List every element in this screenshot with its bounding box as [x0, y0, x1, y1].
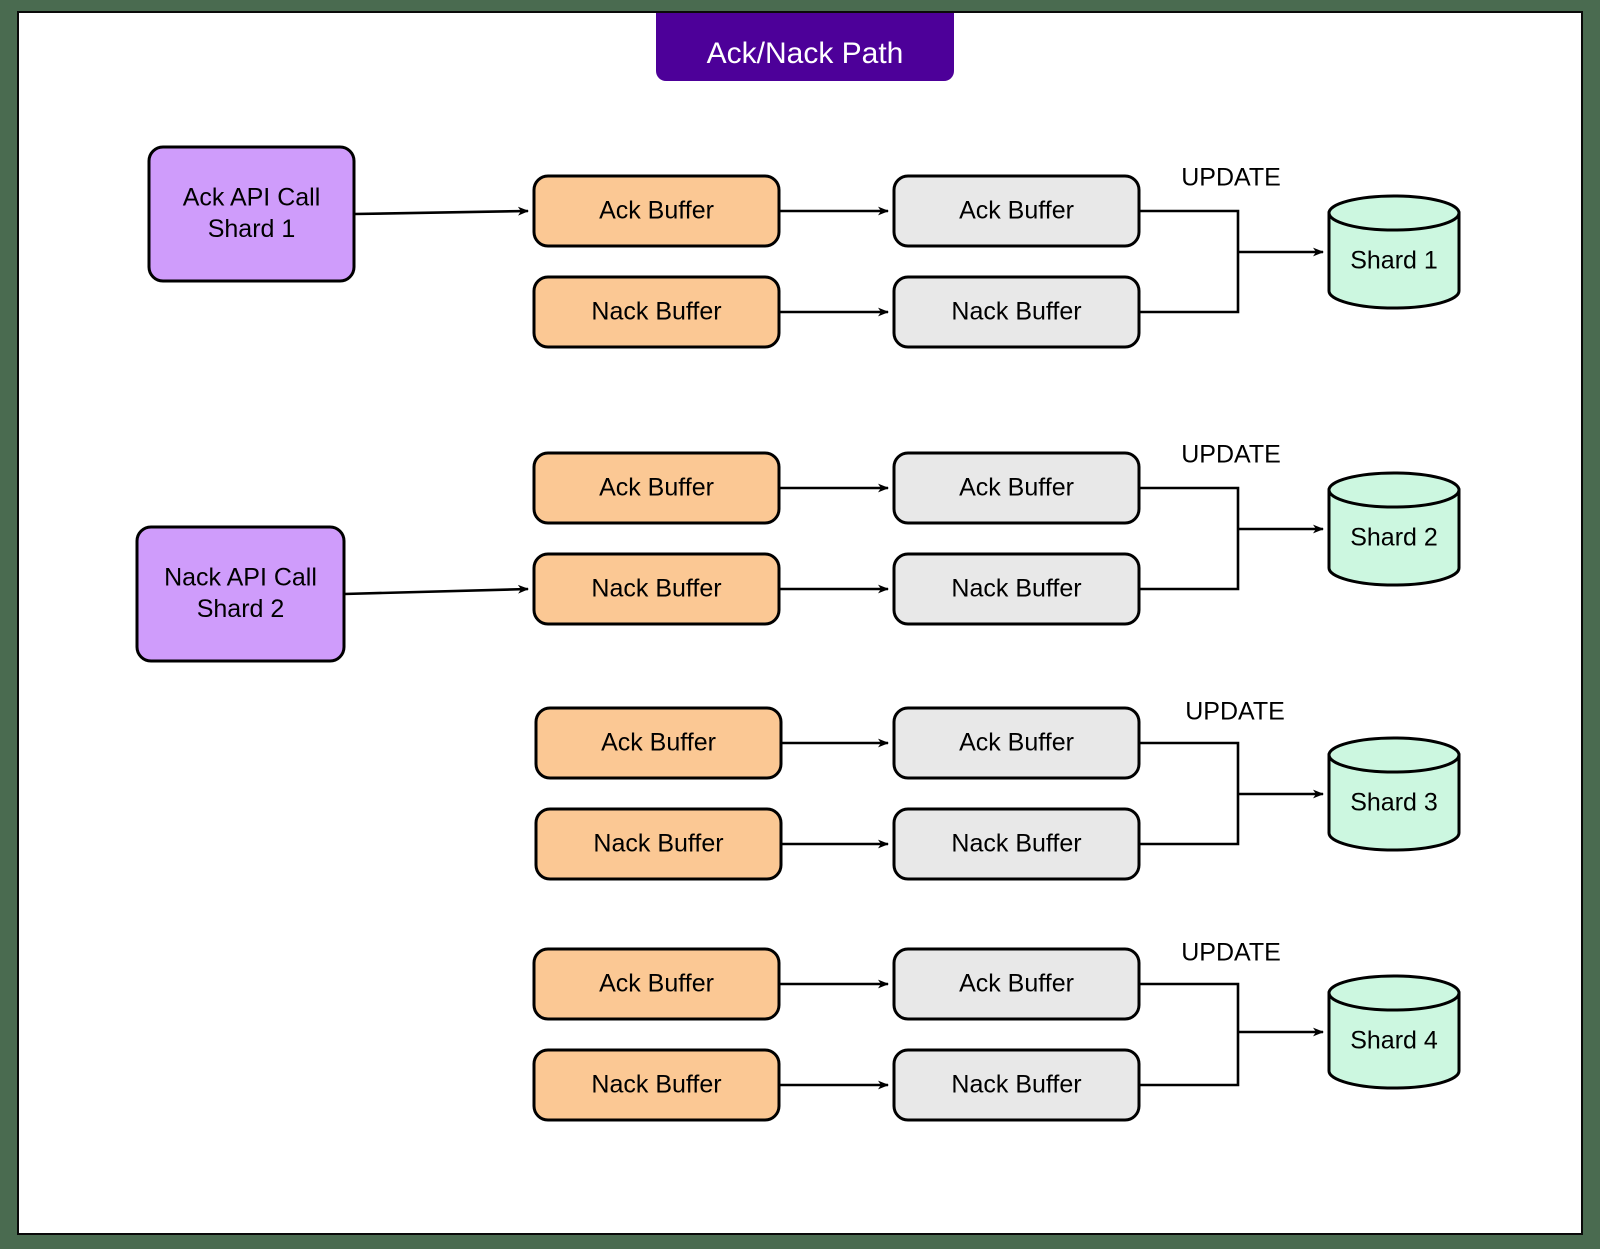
row-shard-4-ack-source-label: Ack Buffer	[599, 970, 714, 998]
row-shard-2-merge-connector	[1139, 486, 1240, 591]
row-shard-1-nack-source-label: Nack Buffer	[591, 298, 721, 326]
nack-api-call-shard-2-shape	[135, 525, 346, 663]
row-shard-2-nack-source-shape	[532, 552, 781, 626]
row-shard-2-ack-source[interactable]: Ack Buffer	[532, 451, 781, 525]
row-shard-3-ack-target[interactable]: Ack Buffer	[892, 706, 1141, 780]
row-shard-1-nack-target[interactable]: Nack Buffer	[892, 275, 1141, 349]
row-shard-4-ack-target[interactable]: Ack Buffer	[892, 947, 1141, 1021]
row-shard-4-merge-connector	[1139, 982, 1240, 1087]
diagram-title-text: Ack/Nack Path	[707, 37, 904, 70]
row-shard-1-merge-connector	[1139, 209, 1240, 314]
row-shard-1-ack-source-shape	[532, 174, 781, 248]
row-shard-4-ack-target-label: Ack Buffer	[959, 970, 1074, 998]
row-shard-4-shard-label: Shard 4	[1350, 1027, 1438, 1055]
row-shard-1-shard-body	[1327, 211, 1461, 310]
row-shard-1-ack-target-shape	[892, 174, 1141, 248]
row-shard-1-ack-source-label: Ack Buffer	[599, 197, 714, 225]
row-shard-4-ack-target-shape	[892, 947, 1141, 1021]
row-shard-1-update-label: UPDATE	[1181, 164, 1281, 192]
row-shard-3-shard[interactable]: Shard 3	[1327, 736, 1461, 852]
row-shard-1-nack-target-shape	[892, 275, 1141, 349]
row-shard-1-nack-target-label: Nack Buffer	[951, 298, 1081, 326]
row-shard-3-nack-source-shape	[534, 807, 783, 881]
row-shard-4-ack-source-shape	[532, 947, 781, 1021]
row-shard-2-shard-label: Shard 2	[1350, 524, 1438, 552]
label-layer: UPDATE UPDATE UPDATE UPDATE	[1181, 164, 1285, 967]
row-shard-2-ack-target[interactable]: Ack Buffer	[892, 451, 1141, 525]
row-shard-3-nack-target-label: Nack Buffer	[951, 830, 1081, 858]
row-shard-3-ack-source[interactable]: Ack Buffer	[534, 706, 783, 780]
row-shard-4-nack-source[interactable]: Nack Buffer	[532, 1048, 781, 1122]
row-shard-1-nack-source[interactable]: Nack Buffer	[532, 275, 781, 349]
row-shard-2-update-label: UPDATE	[1181, 441, 1281, 469]
row-shard-4-nack-target-label: Nack Buffer	[951, 1071, 1081, 1099]
row-shard-1-shard-top	[1327, 194, 1461, 232]
row-shard-3-update-label: UPDATE	[1185, 698, 1285, 726]
row-shard-1-shard-label: Shard 1	[1350, 247, 1438, 275]
row-shard-4-nack-target[interactable]: Nack Buffer	[892, 1048, 1141, 1122]
row-shard-3-ack-target-label: Ack Buffer	[959, 729, 1074, 757]
connector-layer	[343, 206, 1324, 1090]
row-shard-4-ack-source[interactable]: Ack Buffer	[532, 947, 781, 1021]
diagram-title-background	[656, 13, 954, 81]
row-shard-4-nack-source-shape	[532, 1048, 781, 1122]
row-shard-3-shard-body	[1327, 753, 1461, 852]
row-shard-3-nack-target[interactable]: Nack Buffer	[892, 807, 1141, 881]
row-shard-1-ack-target[interactable]: Ack Buffer	[892, 174, 1141, 248]
row-shard-2-ack-target-label: Ack Buffer	[959, 474, 1074, 502]
row-shard-4-nack-target-shape	[892, 1048, 1141, 1122]
row-shard-3-ack-source-shape	[534, 706, 783, 780]
ack-api-call-shard-1-to-row-shard-1-ack-source	[353, 206, 529, 216]
row-shard-2-nack-source[interactable]: Nack Buffer	[532, 552, 781, 626]
row-shard-4-nack-source-label: Nack Buffer	[591, 1071, 721, 1099]
row-shard-3-merge-connector	[1139, 741, 1240, 846]
row-shard-2-shard-top	[1327, 471, 1461, 509]
row-shard-2-ack-source-label: Ack Buffer	[599, 474, 714, 502]
row-shard-1-shard[interactable]: Shard 1	[1327, 194, 1461, 310]
row-shard-3-nack-target-shape	[892, 807, 1141, 881]
row-shard-2-ack-target-shape	[892, 451, 1141, 525]
row-shard-2-shard[interactable]: Shard 2	[1327, 471, 1461, 587]
row-shard-4-shard-body	[1327, 991, 1461, 1090]
row-shard-3-shard-top	[1327, 736, 1461, 774]
row-shard-3-ack-target-shape	[892, 706, 1141, 780]
row-shard-3-ack-source-label: Ack Buffer	[601, 729, 716, 757]
row-shard-4-update-label: UPDATE	[1181, 939, 1281, 967]
row-shard-3-nack-source-label: Nack Buffer	[593, 830, 723, 858]
row-shard-2-shard-body	[1327, 488, 1461, 587]
row-shard-2-nack-target[interactable]: Nack Buffer	[892, 552, 1141, 626]
ack-api-call-shard-1-shape	[147, 145, 356, 283]
row-shard-2-nack-target-shape	[892, 552, 1141, 626]
diagram-title-banner: Ack/Nack Path	[656, 13, 954, 81]
row-shard-4-shard-top	[1327, 974, 1461, 1012]
row-shard-2-nack-source-label: Nack Buffer	[591, 575, 721, 603]
row-shard-3-shard-label: Shard 3	[1350, 789, 1438, 817]
row-shard-2-ack-source-shape	[532, 451, 781, 525]
row-shard-2-nack-target-label: Nack Buffer	[951, 575, 1081, 603]
row-shard-1-ack-target-label: Ack Buffer	[959, 197, 1074, 225]
row-shard-3-nack-source[interactable]: Nack Buffer	[534, 807, 783, 881]
row-shard-1-nack-source-shape	[532, 275, 781, 349]
row-shard-4-shard[interactable]: Shard 4	[1327, 974, 1461, 1090]
nack-api-call-shard-2-to-row-shard-2-nack-source	[343, 584, 529, 596]
row-shard-1-ack-source[interactable]: Ack Buffer	[532, 174, 781, 248]
